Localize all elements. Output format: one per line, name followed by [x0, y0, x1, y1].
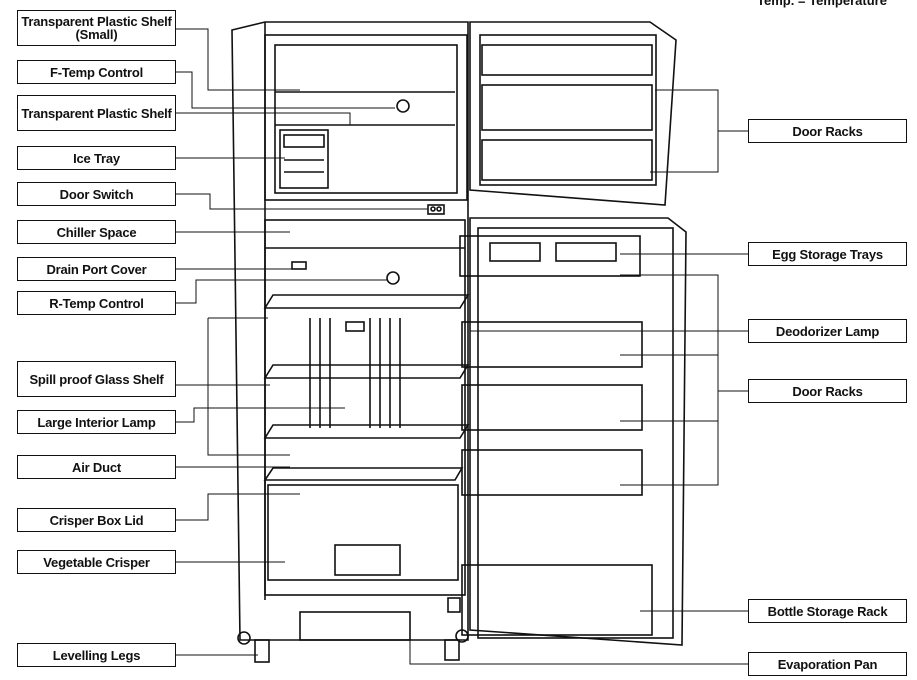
- label-evaporation-pan: Evaporation Pan: [748, 652, 907, 676]
- label-chiller-space: Chiller Space: [17, 220, 176, 244]
- label-spill-proof-glass-shelf: Spill proof Glass Shelf: [17, 361, 176, 397]
- label-door-switch: Door Switch: [17, 182, 176, 206]
- label-transparent-plastic-shelf: Transparent Plastic Shelf: [17, 95, 176, 131]
- label-door-racks-upper: Door Racks: [748, 119, 907, 143]
- label-large-interior-lamp: Large Interior Lamp: [17, 410, 176, 434]
- label-vegetable-crisper: Vegetable Crisper: [17, 550, 176, 574]
- label-levelling-legs: Levelling Legs: [17, 643, 176, 667]
- label-ice-tray: Ice Tray: [17, 146, 176, 170]
- label-air-duct: Air Duct: [17, 455, 176, 479]
- label-r-temp-control: R-Temp Control: [17, 291, 176, 315]
- label-door-racks-lower: Door Racks: [748, 379, 907, 403]
- label-f-temp-control: F-Temp Control: [17, 60, 176, 84]
- label-bottle-storage-rack: Bottle Storage Rack: [748, 599, 907, 623]
- label-crisper-box-lid: Crisper Box Lid: [17, 508, 176, 532]
- temperature-abbreviation-note: Temp. = Temperature: [757, 0, 887, 8]
- label-transparent-plastic-shelf-small: Transparent Plastic Shelf (Small): [17, 10, 176, 46]
- label-egg-storage-trays: Egg Storage Trays: [748, 242, 907, 266]
- label-drain-port-cover: Drain Port Cover: [17, 257, 176, 281]
- label-deodorizer-lamp: Deodorizer Lamp: [748, 319, 907, 343]
